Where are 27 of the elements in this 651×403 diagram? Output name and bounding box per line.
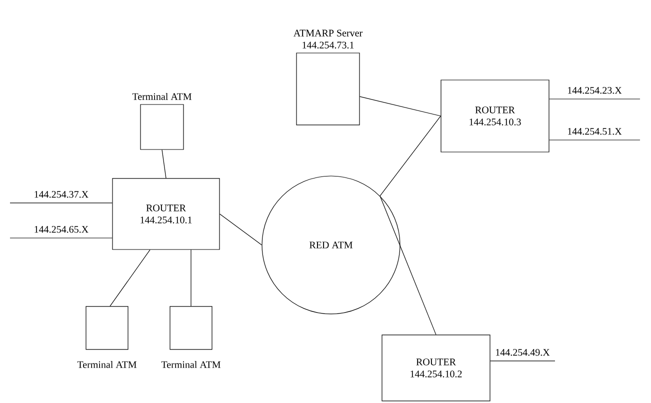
device-box: ATMARP Server 144.254.73.1 — [294, 30, 362, 126]
edge-label: 144.254.37.X — [32, 190, 90, 199]
node-label: 144.254.73.1 — [302, 42, 354, 48]
subnet-line — [10, 202, 112, 204]
edge-label: 144.254.23.X — [566, 86, 623, 95]
node-label: Terminal ATM — [77, 360, 137, 368]
connector-line — [162, 149, 166, 178]
subnet-line — [549, 98, 640, 100]
edge-label: 144.254.51.X — [566, 127, 623, 136]
node-label: ATMARP Server — [294, 30, 362, 36]
connector-line — [190, 249, 192, 306]
node-label: Terminal ATM — [161, 360, 221, 368]
connector-line — [380, 196, 436, 335]
connector-line — [380, 116, 441, 196]
device-box: Terminal ATM — [77, 306, 137, 368]
connector-line — [110, 249, 150, 306]
device-box: ROUTER 144.254.10.2 — [382, 334, 490, 402]
device-box: Terminal ATM — [161, 306, 221, 368]
node-label: Terminal ATM — [132, 92, 192, 100]
subnet-line — [490, 360, 556, 362]
edge-label: 144.254.49.X — [494, 348, 551, 357]
device-box: ROUTER 144.254.10.3 — [440, 80, 550, 152]
connector-line — [220, 214, 262, 246]
edge-label: 144.254.65.X — [32, 225, 90, 234]
connector-line — [360, 96, 441, 116]
device-box: ROUTER 144.254.10.1 — [112, 178, 220, 250]
device-box: Terminal ATM — [132, 92, 192, 150]
